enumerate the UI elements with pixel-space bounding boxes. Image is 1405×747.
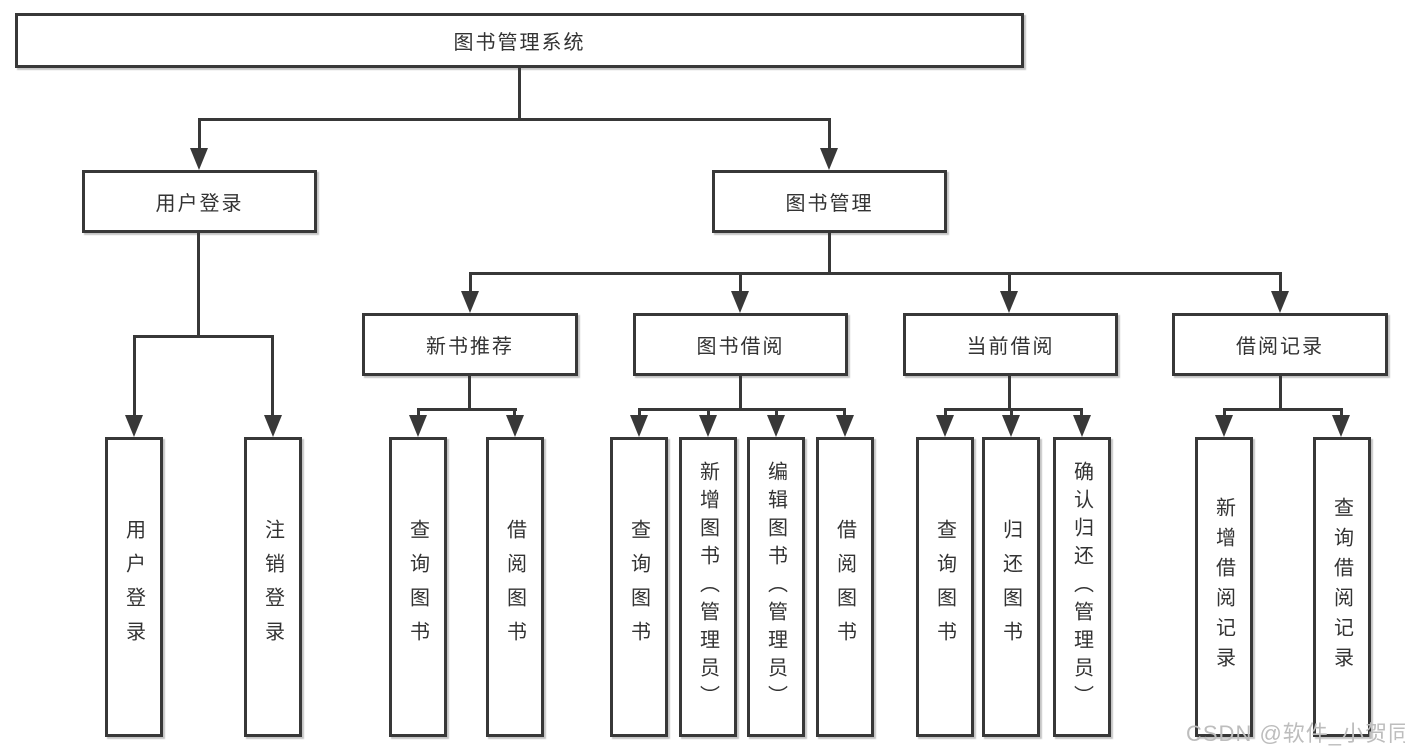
connector-drop — [197, 233, 200, 337]
connector-shaft — [775, 408, 778, 418]
arrowhead-icon — [936, 415, 954, 437]
connector-bus — [1223, 408, 1343, 411]
connector-shaft — [1223, 408, 1226, 418]
connector-root-bus — [198, 118, 831, 121]
arrowhead-icon — [836, 415, 854, 437]
connector-drop — [1008, 376, 1011, 410]
leaf-query-books-current: 查询图书 — [916, 437, 974, 737]
leaf-user-login: 用户登录 — [105, 437, 163, 737]
connector-shaft — [1279, 272, 1282, 293]
connector-bus — [417, 408, 517, 411]
connector-bus — [638, 408, 846, 411]
node-current-borrowing: 当前借阅 — [903, 313, 1118, 376]
connector-root-drop — [518, 68, 521, 120]
arrowhead-icon — [190, 148, 208, 170]
connector-shaft — [1010, 408, 1013, 418]
connector-bus — [133, 335, 274, 338]
arrowhead-icon — [409, 415, 427, 437]
arrowhead-icon — [1002, 415, 1020, 437]
arrowhead-icon — [630, 415, 648, 437]
node-library-management-system: 图书管理系统 — [15, 13, 1024, 68]
arrowhead-icon — [1332, 415, 1350, 437]
connector-shaft — [944, 408, 947, 418]
connector-shaft — [828, 118, 831, 152]
connector-shaft — [843, 408, 846, 418]
connector-shaft — [417, 408, 420, 418]
connector-shaft — [1080, 408, 1083, 418]
leaf-logout: 注销登录 — [244, 437, 302, 737]
arrowhead-icon — [506, 415, 524, 437]
connector-shaft — [707, 408, 710, 418]
leaf-return-books: 归还图书 — [982, 437, 1040, 737]
connector-shaft — [513, 408, 516, 418]
connector-bus — [944, 408, 1083, 411]
leaf-add-borrow-record: 新增借阅记录 — [1195, 437, 1253, 737]
arrowhead-icon — [1073, 415, 1091, 437]
connector-shaft — [1340, 408, 1343, 418]
leaf-borrow-books-recommend: 借阅图书 — [486, 437, 544, 737]
connector-drop — [828, 233, 831, 274]
connector-shaft — [198, 118, 201, 152]
connector-shaft — [1008, 272, 1011, 293]
arrowhead-icon — [125, 415, 143, 437]
leaf-add-books-admin: 新增图书（管理员） — [679, 437, 737, 737]
leaf-borrow-books: 借阅图书 — [816, 437, 874, 737]
connector-drop — [1279, 376, 1282, 410]
connector-shaft — [638, 408, 641, 418]
arrowhead-icon — [699, 415, 717, 437]
csdn-watermark: CSDN @软件_小贺同学 — [1186, 721, 1405, 746]
connector-shaft — [133, 335, 136, 417]
connector-shaft — [739, 272, 742, 293]
leaf-query-books-recommend: 查询图书 — [389, 437, 447, 737]
node-book-borrowing: 图书借阅 — [633, 313, 848, 376]
leaf-edit-books-admin: 编辑图书（管理员） — [747, 437, 805, 737]
arrowhead-icon — [264, 415, 282, 437]
arrowhead-icon — [820, 148, 838, 170]
arrowhead-icon — [731, 291, 749, 313]
leaf-query-books-borrow: 查询图书 — [610, 437, 668, 737]
arrowhead-icon — [767, 415, 785, 437]
node-new-book-recommend: 新书推荐 — [362, 313, 578, 376]
arrowhead-icon — [461, 291, 479, 313]
leaf-query-borrow-record: 查询借阅记录 — [1313, 437, 1371, 737]
connector-bus — [469, 272, 1282, 275]
node-user-login: 用户登录 — [82, 170, 317, 233]
connector-drop — [468, 376, 471, 410]
node-book-management: 图书管理 — [712, 170, 947, 233]
leaf-confirm-return-admin: 确认归还（管理员） — [1053, 437, 1111, 737]
arrowhead-icon — [1215, 415, 1233, 437]
node-borrowing-records: 借阅记录 — [1172, 313, 1388, 376]
connector-drop — [739, 376, 742, 410]
connector-shaft — [271, 335, 274, 417]
arrowhead-icon — [1000, 291, 1018, 313]
connector-shaft — [469, 272, 472, 293]
arrowhead-icon — [1271, 291, 1289, 313]
